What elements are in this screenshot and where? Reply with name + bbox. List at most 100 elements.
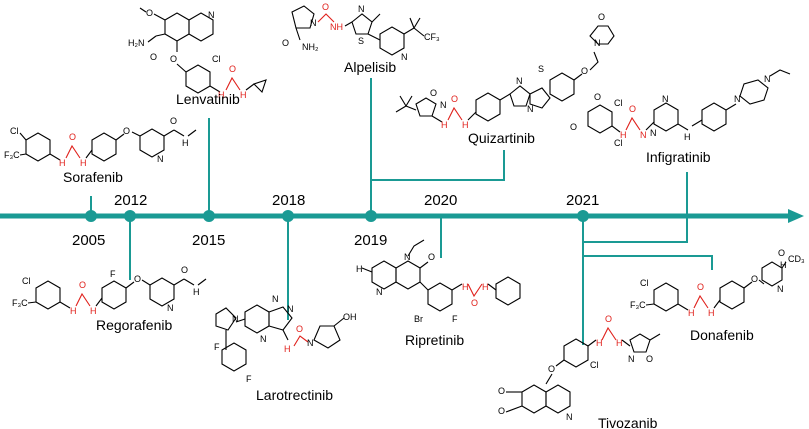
- alpelisib-atom-n2: N: [358, 4, 365, 14]
- node-2015: [203, 210, 215, 222]
- tivozanib-quinoline-a: [521, 384, 547, 414]
- lenvatinib-ring-b: [188, 12, 214, 42]
- year-2015: 2015: [192, 232, 225, 249]
- alpelisib-atom-nh2: NH₂: [302, 42, 319, 52]
- structure-tivozanib: Cl H O H N O O N O O Tivozanib: [498, 314, 661, 429]
- infigratinib-phenyl: [701, 102, 727, 132]
- donafenib-urea-o: O: [697, 282, 704, 292]
- tivozanib-atom-o2: O: [548, 364, 555, 374]
- sorafenib-atom-nh: H: [182, 138, 189, 148]
- regorafenib-urea-o: O: [79, 280, 86, 290]
- label-larotrectinib: Larotrectinib: [256, 387, 333, 403]
- ripretinib-phenyl: [495, 276, 521, 306]
- regorafenib-atom-f3c: F₃C: [12, 298, 28, 308]
- structure-alpelisib: N NH₂ O O NH N S N CF₃ Alpelisib: [282, 2, 440, 75]
- donafenib-atom-nh: H: [780, 260, 787, 270]
- label-sorafenib: Sorafenib: [63, 169, 123, 185]
- regorafenib-atom-cl: Cl: [22, 276, 31, 286]
- larotrectinib-atom-oh: OH: [343, 312, 357, 322]
- quizartinib-atom-o2: O: [581, 66, 588, 76]
- year-2018: 2018: [272, 192, 305, 209]
- larotrectinib-hydroxypyrrolidine: [313, 325, 341, 349]
- lenvatinib-atom-o-amide: O: [150, 52, 157, 62]
- larotrectinib-ring-a: [244, 304, 270, 334]
- infigratinib-atom-nh: H: [684, 132, 691, 142]
- node-2012: [124, 210, 136, 222]
- sorafenib-atom-n: N: [157, 154, 164, 164]
- larotrectinib-atom-n5: N: [307, 338, 314, 348]
- structure-ripretinib: H N N O Br F H O H Ripretinib: [356, 239, 521, 348]
- ripretinib-urea-o: O: [471, 298, 478, 308]
- ripretinib-ring-c: [427, 282, 453, 312]
- tivozanib-urea-nh1: H: [596, 338, 603, 348]
- donafenib-ring-a: [653, 282, 679, 312]
- quizartinib-atom-s: S: [538, 64, 544, 74]
- regorafenib-atom-n: N: [167, 303, 174, 313]
- tivozanib-quinoline-b: [545, 384, 571, 414]
- quizartinib-isoxazole: [415, 97, 437, 117]
- infigratinib-atom-n5: N: [764, 74, 771, 84]
- regorafenib-atom-f: F: [110, 269, 116, 279]
- infigratinib-atom-o2: O: [570, 122, 577, 132]
- larotrectinib-atom-n1: N: [272, 294, 279, 304]
- regorafenib-ring-a: [35, 280, 61, 310]
- ripretinib-urea-nh1: H: [462, 282, 469, 292]
- alpelisib-pyrrolidine: [291, 5, 315, 29]
- sorafenib-urea-nh2: H: [80, 158, 87, 168]
- ripretinib-atom-br: Br: [414, 314, 423, 324]
- tivozanib-atom-n1: N: [628, 354, 635, 364]
- quizartinib-phenyl: [475, 92, 501, 122]
- infigratinib-pyrimidine: [653, 102, 679, 132]
- quizartinib-atom-n1: N: [440, 100, 447, 110]
- regorafenib-ring-b: [101, 280, 127, 310]
- year-2021: 2021: [566, 192, 599, 209]
- quizartinib-thiazole: [529, 87, 551, 109]
- quizartinib-atom-n2: N: [516, 76, 523, 86]
- timeline-connectors: [90, 78, 713, 345]
- infigratinib-urea-o: O: [629, 104, 636, 114]
- infigratinib-atom-n2: N: [662, 94, 669, 104]
- lenvatinib-urea-nh1: H: [218, 90, 225, 100]
- structure-regorafenib: Cl F₃C H O H F O N O H Regorafenib: [12, 265, 207, 333]
- alpelisib-atom-o1: O: [282, 38, 289, 48]
- tivozanib-atom-n2: N: [566, 412, 573, 422]
- lenvatinib-atom-cl: Cl: [212, 54, 221, 64]
- label-ripretinib: Ripretinib: [405, 332, 464, 348]
- donafenib-ring-b: [719, 280, 745, 310]
- structure-lenvatinib: N O H₂N O O Cl H O H Lenvatinib: [128, 7, 267, 107]
- lenvatinib-ring-c: [185, 64, 211, 94]
- tivozanib-isoxazole: [629, 333, 651, 353]
- infigratinib-piperazine: [739, 79, 769, 105]
- donafenib-atom-o: O: [751, 274, 758, 284]
- structure-larotrectinib: N N N N F F H O N OH Larotrectinib: [214, 294, 357, 403]
- ripretinib-atom-n1: N: [376, 287, 383, 297]
- infigratinib-atom-o1: O: [594, 92, 601, 102]
- year-2012: 2012: [114, 192, 147, 209]
- sorafenib-ring-b: [91, 132, 117, 162]
- infigratinib-atom-n3: N: [650, 128, 657, 138]
- sorafenib-urea-nh1: H: [59, 158, 66, 168]
- infigratinib-urea-nh: H: [620, 130, 627, 140]
- ripretinib-ring-a: [371, 260, 397, 290]
- alpelisib-urea-nh: NH: [330, 22, 343, 32]
- label-tivozanib: Tivozanib: [598, 415, 658, 429]
- larotrectinib-atom-n2: N: [287, 304, 294, 314]
- label-donafenib: Donafenib: [690, 327, 754, 343]
- sorafenib-atom-f3c: F₃C: [4, 150, 20, 160]
- donafenib-ring-c: [761, 261, 783, 287]
- larotrectinib-ring-b: [268, 306, 293, 331]
- alpelisib-thiazole: [351, 13, 373, 35]
- label-alpelisib: Alpelisib: [344, 59, 396, 75]
- alpelisib-atom-s: S: [358, 36, 364, 46]
- larotrectinib-atom-n3: N: [260, 334, 267, 344]
- lenvatinib-urea-nh2: H: [240, 90, 247, 100]
- alpelisib-pyridine: [379, 26, 405, 56]
- larotrectinib-atom-f2: F: [246, 374, 252, 384]
- alpelisib-atom-n3: N: [401, 52, 408, 62]
- quizartinib-benzo: [549, 72, 575, 102]
- quizartinib-atom-o3: O: [598, 12, 605, 22]
- infigratinib-atom-cl1: Cl: [614, 98, 623, 108]
- structure-quizartinib: O N H O H N N S O N O Quizartinib: [395, 12, 615, 146]
- structure-infigratinib: O O Cl Cl H O N N N H N N Infigratinib: [570, 69, 791, 165]
- node-2019: [365, 210, 377, 222]
